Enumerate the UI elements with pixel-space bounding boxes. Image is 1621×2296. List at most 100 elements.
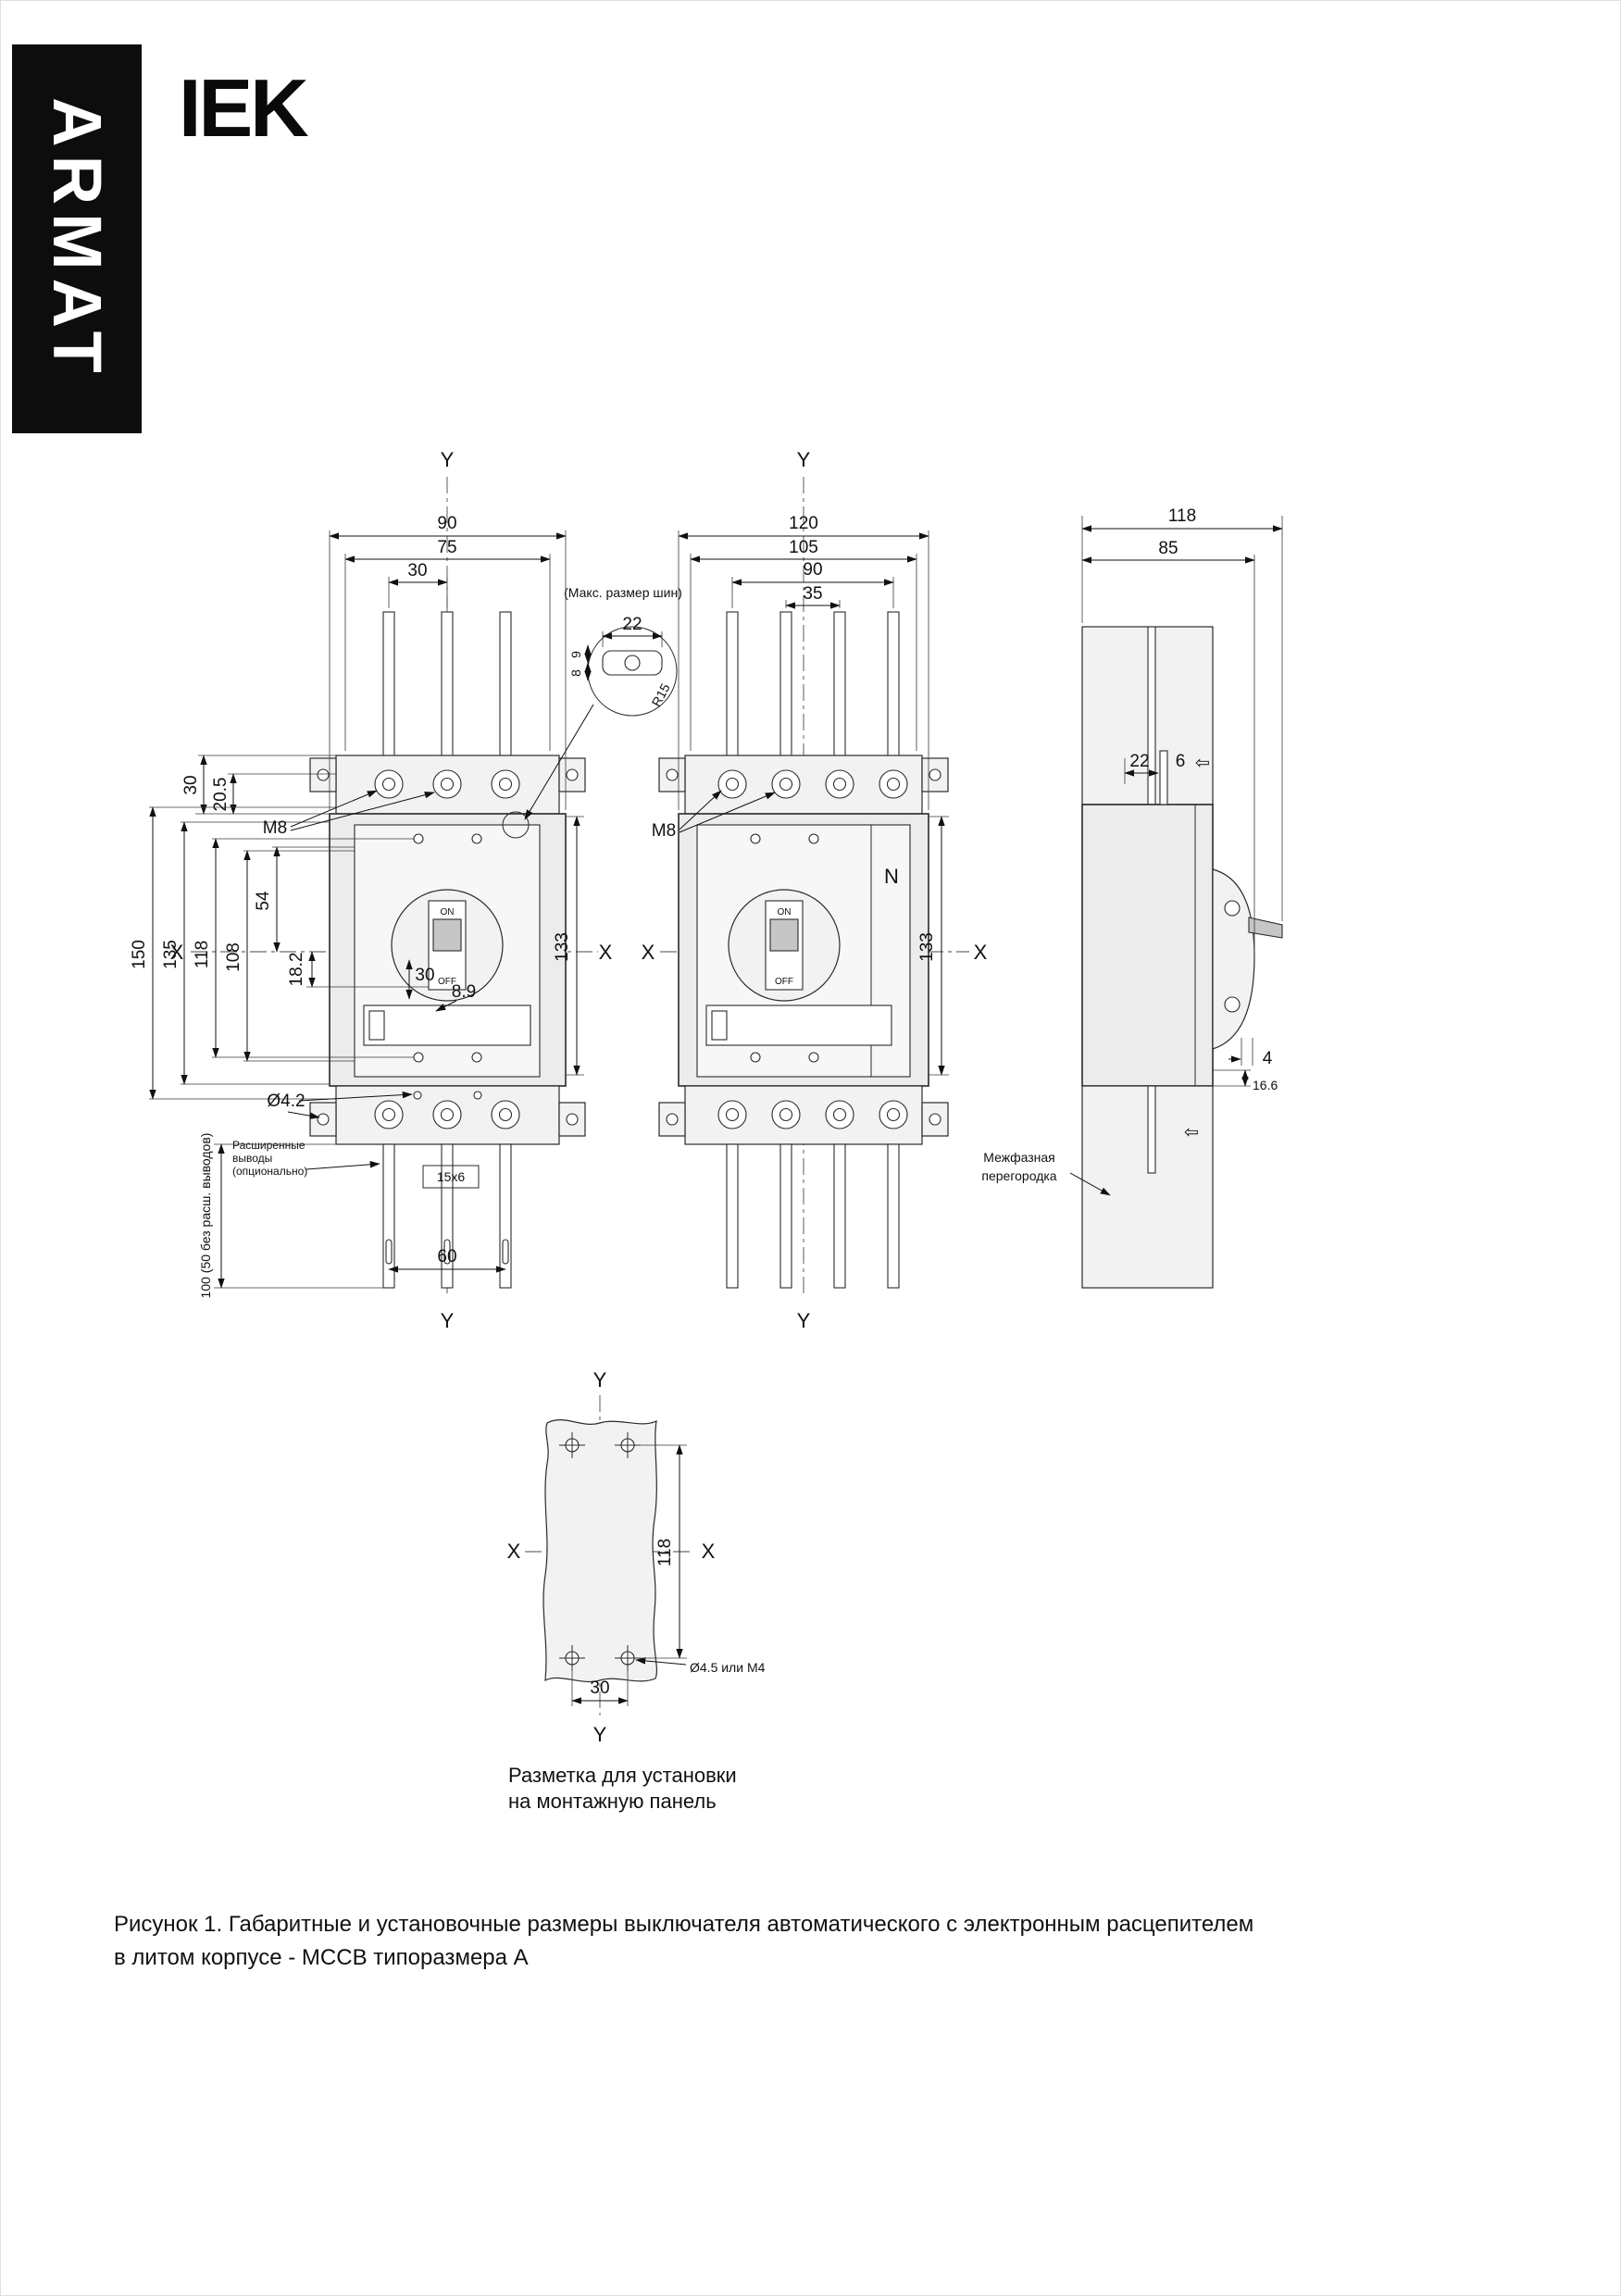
detail-dim-22: 22 — [622, 615, 642, 634]
middle-y-bottom-label: Y — [797, 1309, 811, 1332]
middle-dim-35: 35 — [803, 584, 822, 604]
front-dim-30-top: 30 — [407, 561, 427, 580]
figure-caption: Рисунок 1. Габаритные и установочные раз… — [114, 1908, 1503, 1975]
ext-terminals-note-3: (опционально) — [232, 1165, 307, 1178]
busbar-detail-view: (Макс. размер шин) 22 9 8 R15 — [564, 585, 682, 717]
front-bottom-terminal-screws — [374, 1091, 520, 1129]
front-y-top-label: Y — [441, 448, 455, 471]
side-dim-16-6: 16.6 — [1253, 1078, 1278, 1092]
panel-caption-line1: Разметка для установки — [508, 1764, 737, 1787]
front-dim-54: 54 — [254, 891, 273, 911]
middle-dim-90: 90 — [803, 560, 822, 580]
ext-terminals-note-2: выводы — [232, 1152, 272, 1165]
middle-label-window-tab — [711, 1010, 728, 1041]
iek-logo: IEK — [179, 62, 309, 154]
front-dim-90: 90 — [437, 514, 456, 533]
panel-dim-30: 30 — [590, 1678, 609, 1698]
middle-top-ears — [658, 757, 949, 792]
side-dimensions: 118 85 22 6 ⇦ 4 16.6 Межфазная перегород… — [981, 506, 1283, 1196]
middle-y-top-label: Y — [797, 448, 811, 471]
front-dim-18-2: 18.2 — [287, 953, 306, 987]
side-dim-22: 22 — [1129, 752, 1149, 771]
side-dim-6: 6 — [1176, 752, 1186, 771]
panel-y-top-label: Y — [593, 1368, 607, 1391]
middle-bottom-terminal-screws — [717, 1100, 908, 1129]
front-dim-108: 108 — [224, 942, 243, 972]
side-handle — [1248, 917, 1283, 939]
side-pivot-top — [1224, 900, 1241, 917]
middle-on-label: ON — [778, 907, 792, 917]
side-dim-4: 4 — [1263, 1049, 1273, 1068]
n-pole-label: N — [884, 865, 899, 888]
neutral-variant-view: N ON OFF — [642, 448, 988, 1332]
middle-m8-label: M8 — [652, 821, 676, 841]
front-off-label: OFF — [438, 977, 456, 987]
detail-title: (Макс. размер шин) — [564, 585, 682, 600]
barrier-note-line2: перегородка — [981, 1168, 1056, 1183]
side-bottom-busbar-edge — [1147, 1085, 1156, 1174]
side-arrow-left-bottom-icon: ⇦ — [1184, 1123, 1199, 1142]
middle-x-right-label: X — [974, 941, 988, 964]
middle-dim-120: 120 — [789, 514, 818, 533]
ext-terminals-note-1: Расширенные — [232, 1139, 305, 1152]
middle-dim-105: 105 — [789, 538, 818, 557]
front-dim-100: 100 (50 без расш. выводов) — [198, 1133, 213, 1299]
front-dim-135: 135 — [161, 940, 181, 969]
front-dia-4-2: Ø4.2 — [267, 1092, 305, 1111]
panel-x-right-label: X — [702, 1540, 716, 1563]
front-dim-30-left: 30 — [181, 775, 201, 794]
front-on-label: ON — [441, 907, 455, 917]
panel-hole-note: Ø4.5 или М4 — [690, 1660, 766, 1675]
front-top-terminal-screws — [374, 769, 520, 799]
side-panel-rib — [1159, 750, 1168, 805]
side-dim-118: 118 — [1168, 506, 1196, 526]
barrier-note-line1: Межфазная — [983, 1150, 1054, 1165]
front-view: ON OFF — [130, 448, 613, 1332]
toggle-handle — [432, 918, 462, 952]
mounting-panel — [542, 1419, 658, 1683]
front-m8-label: M8 — [263, 818, 287, 838]
side-mechanism-bump — [1212, 868, 1255, 1050]
panel-mounting-holes — [559, 1432, 641, 1671]
front-dimensions: Y Y X X 90 75 30 30 20.5 M8 150 135 118 … — [130, 448, 613, 1332]
side-pivot-bottom — [1224, 996, 1241, 1013]
front-dim-118: 118 — [193, 941, 212, 968]
middle-bottom-ears — [658, 1102, 949, 1137]
middle-toggle-handle — [769, 918, 799, 952]
front-y-bottom-label: Y — [441, 1309, 455, 1332]
middle-off-label: OFF — [775, 977, 793, 987]
side-arrow-left-top-icon: ⇦ — [1195, 754, 1210, 773]
armat-banner: ARMAT — [12, 44, 142, 433]
front-slot-label: 15х6 — [437, 1169, 466, 1184]
detail-radius-r15: R15 — [648, 680, 672, 708]
middle-busbars-bottom — [726, 1143, 900, 1289]
middle-dim-133: 133 — [917, 932, 937, 962]
busbar-hole — [624, 655, 641, 671]
front-dim-150: 150 — [130, 940, 149, 969]
front-dim-60: 60 — [437, 1247, 456, 1267]
front-mounting-holes — [413, 833, 482, 1063]
detail-origin-mark — [502, 811, 530, 839]
front-dim-75: 75 — [437, 538, 456, 557]
front-dim-133: 133 — [553, 932, 572, 962]
panel-y-bottom-label: Y — [593, 1723, 607, 1746]
side-dim-85: 85 — [1158, 539, 1178, 558]
mounting-panel-view: Y Y X X 118 30 Ø4.5 или М4 Разметка для … — [507, 1368, 766, 1813]
panel-caption-line2: на монтажную панель — [508, 1790, 717, 1813]
front-top-ears — [309, 757, 586, 792]
middle-label-window — [705, 1004, 892, 1046]
side-top-busbar-edge — [1147, 626, 1156, 805]
label-window — [363, 1004, 531, 1046]
side-view: 118 85 22 6 ⇦ 4 16.6 Межфазная перегород… — [981, 506, 1283, 1289]
middle-dimensions: Y Y X X 120 105 90 35 M8 133 — [642, 448, 988, 1332]
label-window-tab — [368, 1010, 385, 1041]
detail-dim-9: 9 — [568, 651, 583, 658]
middle-x-left-label: X — [642, 941, 655, 964]
side-body — [1081, 804, 1214, 1087]
panel-x-left-label: X — [507, 1540, 521, 1563]
middle-top-terminal-screws — [717, 769, 908, 799]
middle-mounting-holes — [750, 833, 819, 1063]
front-dim-8-9: 8.9 — [452, 982, 476, 1002]
front-x-left-label: X — [170, 941, 184, 964]
